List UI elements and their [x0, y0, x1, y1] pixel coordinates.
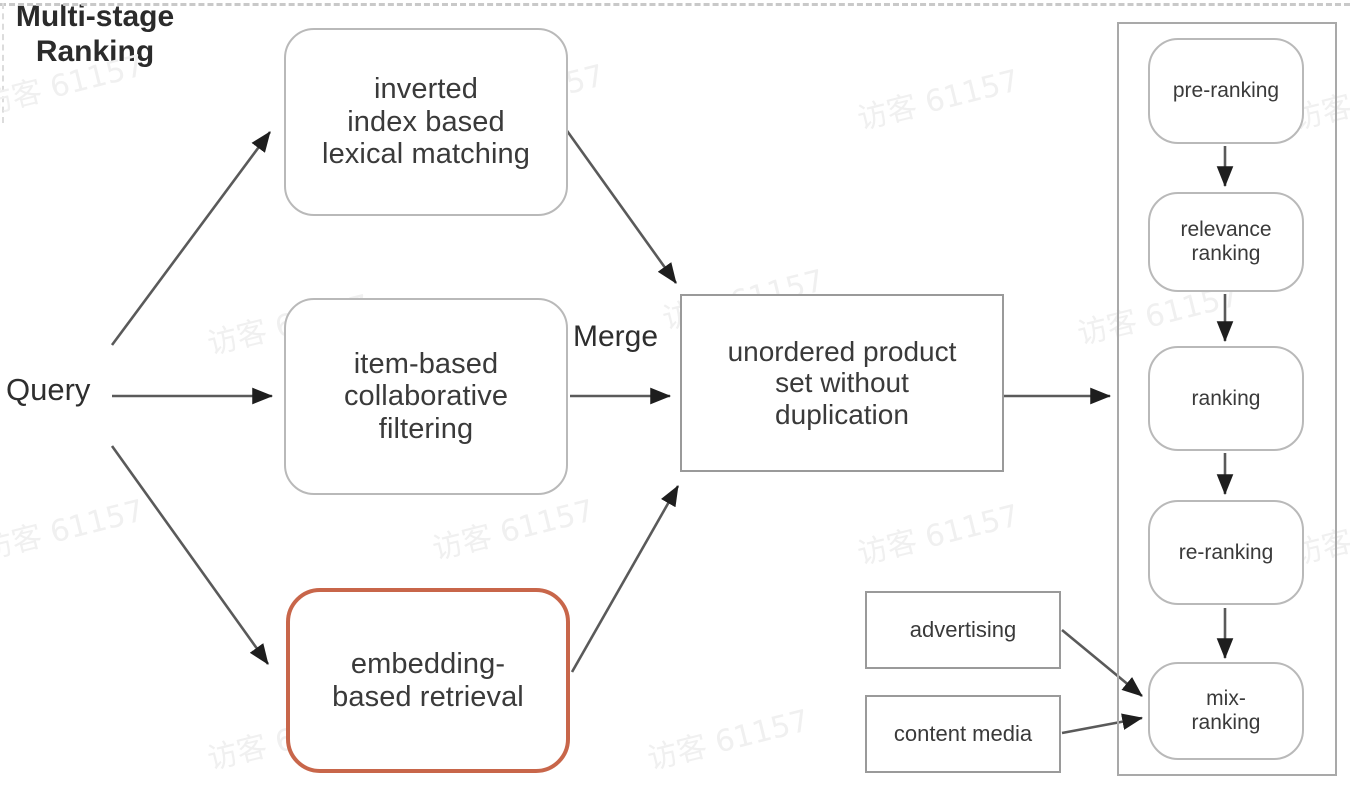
node-embedding-based-retrieval[interactable]: embedding- based retrieval — [286, 588, 570, 773]
node-mix-ranking[interactable]: mix- ranking — [1148, 662, 1304, 760]
crop-border-top — [0, 3, 1350, 6]
node-inverted-index-label: inverted index based lexical matching — [322, 73, 530, 171]
node-mix-ranking-label: mix- ranking — [1191, 687, 1261, 734]
edge-inverted-to-merge — [563, 127, 678, 284]
node-inverted-index[interactable]: inverted index based lexical matching — [284, 28, 568, 216]
query-label: Query — [6, 372, 91, 407]
merge-label: Merge — [573, 320, 659, 353]
node-relevance-ranking-label: relevance ranking — [1180, 218, 1272, 265]
multi-stage-ranking-container — [1117, 22, 1337, 776]
watermark-text: 访客 61157 — [854, 63, 1023, 138]
node-item-based-collaborative-filtering[interactable]: item-based collaborative filtering — [284, 298, 568, 495]
crop-border-left — [2, 3, 4, 123]
node-pre-ranking-label: pre-ranking — [1172, 79, 1280, 103]
watermark-text: 访客 61157 — [0, 493, 148, 568]
node-unordered-set-label: unordered product set without duplicatio… — [727, 335, 957, 430]
node-relevance-ranking[interactable]: relevance ranking — [1148, 192, 1304, 292]
node-re-ranking-label: re-ranking — [1178, 540, 1274, 564]
node-ranking-label: ranking — [1191, 386, 1261, 410]
node-content-media-label: content media — [893, 720, 1033, 746]
edge-query-to-embedding — [110, 445, 270, 665]
node-content-media[interactable]: content media — [865, 695, 1061, 773]
node-advertising-label: advertising — [909, 616, 1017, 642]
node-pre-ranking[interactable]: pre-ranking — [1148, 38, 1304, 144]
watermark-text: 访客 61157 — [429, 493, 598, 568]
node-advertising[interactable]: advertising — [865, 591, 1061, 669]
node-unordered-product-set[interactable]: unordered product set without duplicatio… — [680, 294, 1004, 472]
node-ranking[interactable]: ranking — [1148, 346, 1304, 451]
watermark-text: 访客 61157 — [854, 498, 1023, 573]
node-item-cf-label: item-based collaborative filtering — [343, 347, 509, 445]
node-re-ranking[interactable]: re-ranking — [1148, 500, 1304, 605]
watermark-text: 访客 61157 — [644, 703, 813, 778]
node-embedding-retrieval-label: embedding- based retrieval — [332, 648, 524, 713]
